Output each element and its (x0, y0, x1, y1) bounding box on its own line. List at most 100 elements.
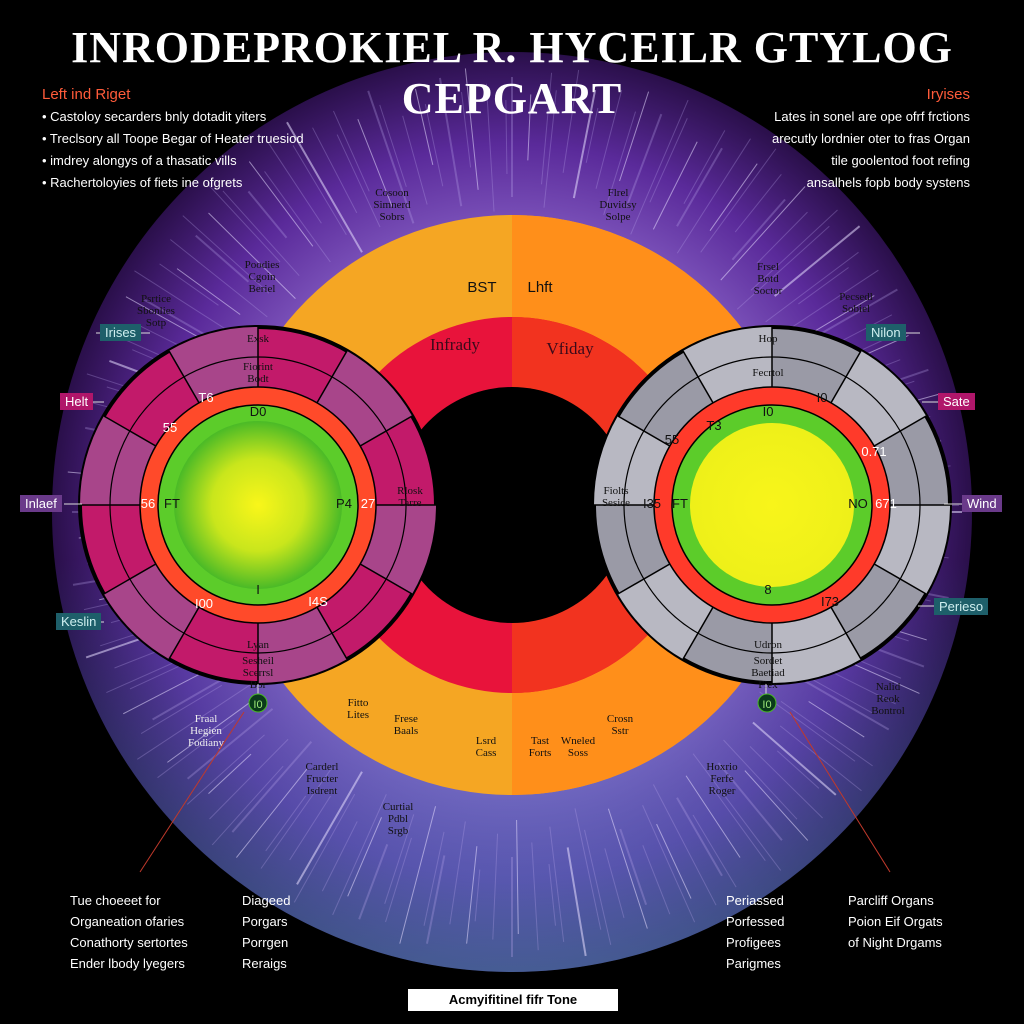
left-code: T6 (198, 390, 213, 405)
iris-sector (360, 505, 436, 594)
ray-line (798, 267, 849, 305)
ray-line (140, 684, 223, 734)
left-code: 55 (163, 420, 177, 435)
ray-line (531, 842, 539, 951)
left-note-item: • Castoloy secarders bnly dotadit yiters (42, 109, 267, 124)
tag-irises: Irises (100, 324, 142, 341)
right-code: T3 (706, 418, 721, 433)
tag-nilon: Nilon (866, 324, 906, 341)
ray-line (385, 837, 412, 923)
ray-line (619, 828, 648, 906)
right-code: 671 (875, 496, 897, 511)
ray-line (222, 190, 300, 277)
iris-sector (617, 564, 713, 660)
ray-line (717, 762, 783, 841)
ray-line (676, 147, 723, 227)
bottom-right-col1: Periassed Porfessed Profigees Parigmes (726, 890, 785, 974)
right-dot-label: I0 (762, 699, 771, 711)
ray-line (332, 794, 387, 916)
center-word-right: Vfiday (546, 339, 594, 358)
right-code: I35 (643, 496, 661, 511)
ray-line (293, 793, 356, 903)
ray-line (312, 127, 358, 214)
legend-line: Poion Eif Orgats (848, 914, 943, 929)
ray-line (543, 90, 557, 208)
left-notes-heading: Left ind Riget (42, 86, 131, 103)
ray-line (399, 806, 436, 944)
ray-line (289, 795, 331, 861)
ray-line (700, 148, 777, 253)
ray-line (685, 775, 741, 858)
ray-line (332, 110, 370, 192)
bottom-left-col1: Tue choeeet for Organeation ofaries Cona… (70, 890, 188, 974)
ray-line (247, 190, 288, 239)
left-dot (248, 693, 268, 713)
ray-line (265, 795, 307, 852)
ray-line (296, 771, 363, 885)
organ-label: Fecrtol (752, 367, 783, 379)
right-note-item: ansalhels fopb body systens (806, 175, 970, 190)
ray-line (787, 269, 879, 331)
ray-line (248, 161, 314, 247)
left-notes: Left ind Riget • Castoloy secarders bnly… (42, 84, 304, 194)
iris-sector (80, 416, 156, 505)
organ-label: Udron (754, 639, 783, 651)
ray-line (358, 844, 389, 920)
ray-line (692, 814, 737, 888)
ray-line (750, 209, 838, 291)
ray-line (236, 768, 308, 858)
right-dot (757, 693, 777, 713)
ray-line (683, 130, 726, 204)
ray-line (195, 234, 250, 283)
ray-line (744, 770, 809, 841)
ray-line (572, 89, 597, 199)
left-code: FT (164, 496, 180, 511)
right-code: I0 (763, 404, 774, 419)
legend-line: Organeation ofaries (70, 914, 185, 929)
legend-line: Ender lbody lyegers (70, 956, 185, 971)
ray-line (749, 746, 823, 819)
left-note-item: • imdrey alongys of a thasatic vills (42, 153, 237, 168)
left-code: I (256, 582, 260, 597)
ray-line (756, 211, 808, 264)
right-iris (592, 325, 952, 685)
ray-line (425, 855, 446, 944)
ray-line (652, 141, 698, 230)
ray-line (474, 869, 481, 922)
ray-line (347, 817, 382, 897)
ray-line (336, 134, 381, 228)
ray-line (652, 784, 717, 906)
right-code: 55 (665, 432, 679, 447)
ring-label-bst: BST (467, 279, 496, 296)
ray-line (208, 212, 296, 300)
ray-line (231, 741, 313, 833)
ray-line (208, 753, 252, 794)
ray-line (527, 94, 532, 161)
iris-inner-ring (109, 356, 407, 654)
ray-line (424, 104, 444, 187)
ray-line (649, 118, 688, 203)
ray-line (423, 831, 445, 926)
tag-keslin: Keslin (56, 613, 102, 630)
ray-line (286, 121, 363, 253)
legend-line: Tue choeeet for (70, 893, 161, 908)
ray-line (211, 765, 284, 846)
organ-label: Exsk (247, 333, 270, 345)
left-iris (78, 325, 438, 685)
ray-line (186, 708, 274, 780)
left-note-item: • Rachertoloyies of fiets ine ofgrets (42, 175, 243, 190)
iris-sector (169, 327, 258, 403)
left-code: P4 (336, 496, 352, 511)
ray-line (414, 88, 434, 166)
right-note-item: Lates in sonel are ope ofrf frctions (774, 109, 970, 124)
